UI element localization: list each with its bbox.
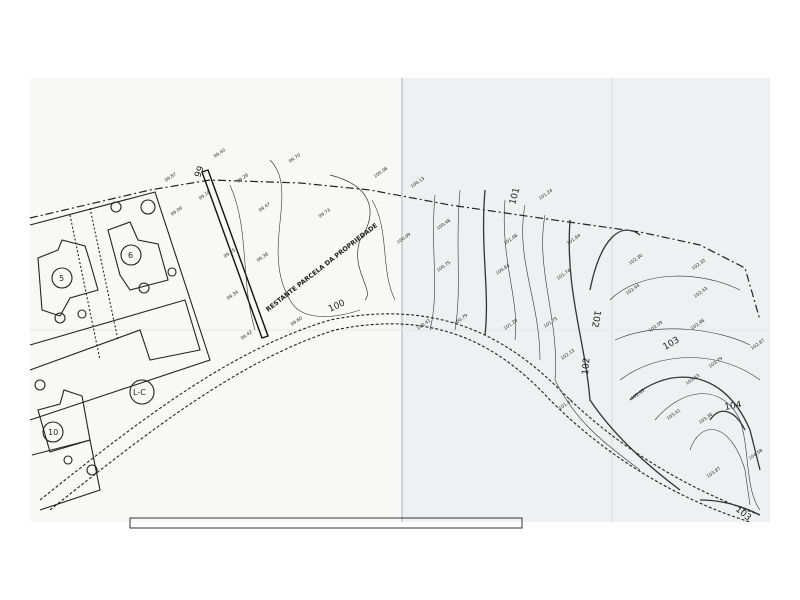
contour-line [689,429,751,506]
contour-line [542,214,641,471]
contour-label: 102 [581,357,592,375]
contour-line [589,229,641,291]
lot-number: 10 [48,428,58,437]
contour-line [503,199,517,341]
contour-line [371,199,396,301]
road-edge [39,313,761,516]
contour-line [568,219,681,491]
contour-line [482,189,488,336]
contour-lines [229,159,761,516]
lots-block [29,191,211,511]
contour-line [614,328,751,346]
lot-number: 6 [128,251,133,260]
lot-number: L-C [133,388,146,397]
contour-line [429,194,436,331]
contour-line [619,357,761,381]
contour-line [522,204,541,361]
contour-line [629,376,761,471]
paper-right [402,78,770,522]
contour-line [229,184,256,331]
contour-line [329,174,371,301]
contour-label: 102 [589,309,602,328]
contour-line [709,410,746,431]
contour-label: 99 [193,165,206,179]
property-boundary [29,179,761,321]
lot-number: 5 [59,274,64,283]
wall [201,169,269,339]
contour-line [699,499,761,516]
road-edge [49,323,751,523]
contour-line [654,393,761,511]
contour-line [454,189,461,331]
paper-left [30,78,402,522]
title-block-frame [129,517,523,529]
contour-line [269,159,361,317]
contour-label: 104 [724,400,743,413]
contour-label: 101 [508,187,522,206]
contour-line [609,275,741,301]
